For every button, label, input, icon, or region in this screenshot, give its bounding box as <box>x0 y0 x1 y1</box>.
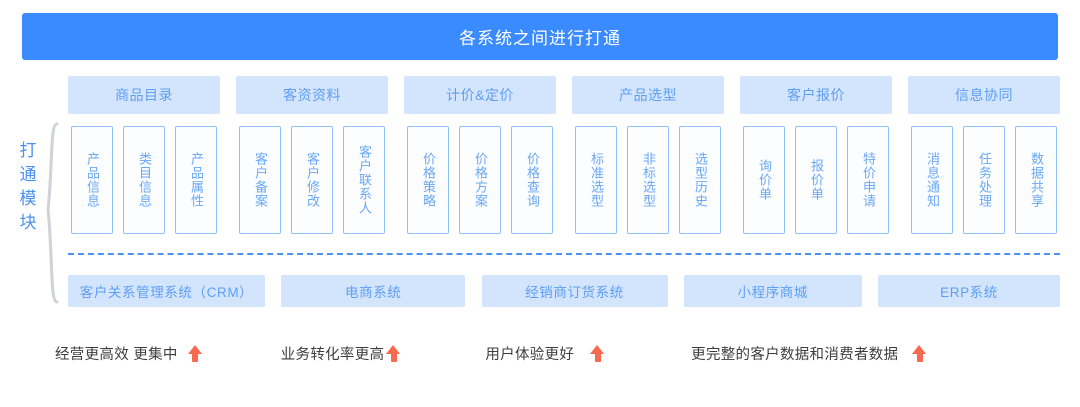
module-card[interactable]: 客户备案 <box>239 126 281 234</box>
system-box-crm[interactable]: 客户关系管理系统（CRM） <box>68 275 265 307</box>
group-cards: 产品信息 类目信息 产品属性 <box>68 126 220 234</box>
benefit-item: 更完整的客户数据和消费者数据 <box>691 343 927 364</box>
system-label: 电商系统 <box>345 285 402 300</box>
system-box-dealer-order[interactable]: 经销商订货系统 <box>481 275 668 307</box>
module-group-客户报价: 客户报价 询价单 报价单 特价申请 <box>740 76 892 242</box>
benefit-item: 用户体验更好 <box>485 343 605 364</box>
system-box-ecommerce[interactable]: 电商系统 <box>281 275 466 307</box>
system-label: ERP系统 <box>940 285 998 300</box>
group-cards: 客户备案 客户修改 客户联系人 <box>236 126 388 234</box>
group-cards: 询价单 报价单 特价申请 <box>740 126 892 234</box>
system-box-miniprogram-mall[interactable]: 小程序商城 <box>683 275 862 307</box>
systems-row: 客户关系管理系统（CRM） 电商系统 经销商订货系统 小程序商城 ERP系统 <box>68 275 1060 307</box>
benefit-item: 经营更高效 更集中 <box>55 343 203 364</box>
benefit-label: 业务转化率更高 <box>280 346 385 363</box>
module-card[interactable]: 标准选型 <box>575 126 617 234</box>
module-group-信息协同: 信息协同 消息通知 任务处理 数据共享 <box>908 76 1060 242</box>
section-label-char: 模 <box>19 189 37 208</box>
section-label-char: 打 <box>19 141 37 160</box>
module-card-label: 非标选型 <box>641 152 656 208</box>
module-card[interactable]: 询价单 <box>743 126 785 234</box>
arrow-up-icon <box>187 344 203 362</box>
benefit-label: 用户体验更好 <box>485 346 575 363</box>
system-label: 客户关系管理系统（CRM） <box>79 285 254 300</box>
module-group-产品选型: 产品选型 标准选型 非标选型 选型历史 <box>572 76 724 242</box>
group-header[interactable]: 客资资料 <box>236 76 388 114</box>
module-card[interactable]: 消息通知 <box>911 126 953 234</box>
group-header-label: 产品选型 <box>619 87 677 103</box>
module-group-客资资料: 客资资料 客户备案 客户修改 客户联系人 <box>236 76 388 242</box>
module-card[interactable]: 价格策略 <box>407 126 449 234</box>
arrow-up-icon <box>912 344 927 362</box>
group-header[interactable]: 产品选型 <box>572 76 724 114</box>
section-label-char: 块 <box>19 213 37 232</box>
system-label: 小程序商城 <box>737 285 808 300</box>
module-card-label: 特价申请 <box>861 152 876 208</box>
module-card-label: 询价单 <box>757 159 772 201</box>
module-card-label: 数据共享 <box>1029 152 1044 208</box>
benefit-label: 经营更高效 更集中 <box>55 346 178 363</box>
curly-brace-icon <box>44 122 60 304</box>
module-group-计价定价: 计价&定价 价格策略 价格方案 价格查询 <box>404 76 556 242</box>
group-header[interactable]: 信息协同 <box>908 76 1060 114</box>
module-card-label: 客户修改 <box>305 152 320 208</box>
module-card-label: 选型历史 <box>693 152 708 208</box>
benefits-row: 经营更高效 更集中 业务转化率更高 用户体验更好 更完整的客户数据和消费者数据 <box>55 336 1055 370</box>
module-card-label: 客户备案 <box>253 152 268 208</box>
module-card[interactable]: 产品属性 <box>175 126 217 234</box>
module-card-label: 客户联系人 <box>357 145 372 215</box>
group-cards: 价格策略 价格方案 价格查询 <box>404 126 556 234</box>
module-card[interactable]: 任务处理 <box>963 126 1005 234</box>
module-card[interactable]: 数据共享 <box>1015 126 1057 234</box>
module-card-label: 价格策略 <box>421 152 436 208</box>
module-card[interactable]: 价格方案 <box>459 126 501 234</box>
group-header-label: 客资资料 <box>283 87 341 103</box>
dashed-divider <box>68 253 1060 255</box>
header-banner-title: 各系统之间进行打通 <box>459 29 621 48</box>
group-header-label: 信息协同 <box>955 87 1013 103</box>
section-label-modules: 打 通 模 块 <box>15 139 41 235</box>
section-label-char: 通 <box>19 165 37 184</box>
module-card-label: 消息通知 <box>925 152 940 208</box>
group-header-label: 商品目录 <box>115 87 173 103</box>
module-card[interactable]: 客户修改 <box>291 126 333 234</box>
module-card[interactable]: 特价申请 <box>847 126 889 234</box>
system-box-erp[interactable]: ERP系统 <box>878 275 1060 307</box>
module-card[interactable]: 产品信息 <box>71 126 113 234</box>
benefit-label: 更完整的客户数据和消费者数据 <box>691 346 899 363</box>
module-card-label: 产品信息 <box>85 152 100 208</box>
module-card-label: 产品属性 <box>189 152 204 208</box>
module-card-label: 任务处理 <box>977 152 992 208</box>
group-cards: 标准选型 非标选型 选型历史 <box>572 126 724 234</box>
group-header-label: 计价&定价 <box>446 87 514 103</box>
module-card[interactable]: 选型历史 <box>679 126 721 234</box>
module-group-商品目录: 商品目录 产品信息 类目信息 产品属性 <box>68 76 220 242</box>
group-header[interactable]: 商品目录 <box>68 76 220 114</box>
system-label: 经销商订货系统 <box>525 285 624 300</box>
module-card[interactable]: 客户联系人 <box>343 126 385 234</box>
module-card-label: 类目信息 <box>137 152 152 208</box>
header-banner: 各系统之间进行打通 <box>22 13 1058 60</box>
arrow-up-icon <box>386 344 401 362</box>
module-card[interactable]: 报价单 <box>795 126 837 234</box>
module-card[interactable]: 非标选型 <box>627 126 669 234</box>
module-card-label: 价格方案 <box>473 152 488 208</box>
benefit-item: 业务转化率更高 <box>281 343 402 364</box>
module-card-label: 价格查询 <box>525 152 540 208</box>
group-cards: 消息通知 任务处理 数据共享 <box>908 126 1060 234</box>
group-header[interactable]: 计价&定价 <box>404 76 556 114</box>
module-card[interactable]: 价格查询 <box>511 126 553 234</box>
group-header-label: 客户报价 <box>787 87 845 103</box>
module-card-label: 报价单 <box>809 159 824 201</box>
arrow-up-icon <box>590 344 605 362</box>
module-card-label: 标准选型 <box>589 152 604 208</box>
module-card[interactable]: 类目信息 <box>123 126 165 234</box>
group-header[interactable]: 客户报价 <box>740 76 892 114</box>
module-groups: 商品目录 产品信息 类目信息 产品属性 客资资料 客户备案 <box>68 76 1060 242</box>
